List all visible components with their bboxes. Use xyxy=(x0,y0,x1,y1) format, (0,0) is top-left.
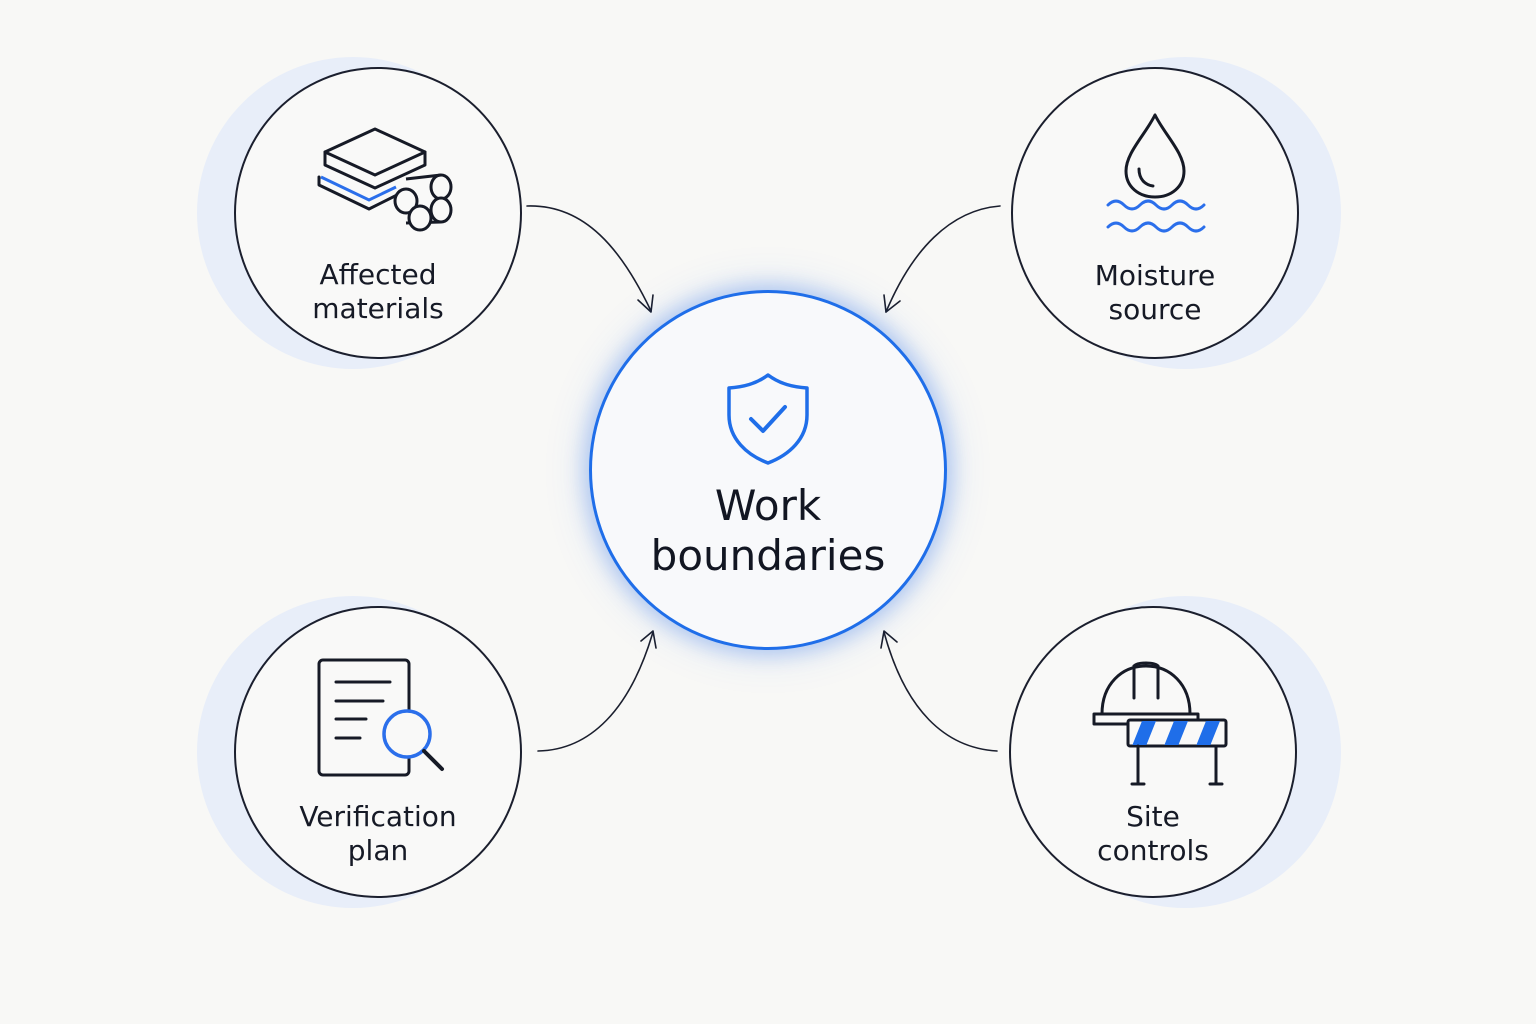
hardhat-barrier-icon xyxy=(1092,661,1228,786)
label-line-2: materials xyxy=(312,292,444,325)
arrowhead-verification xyxy=(640,630,657,649)
arrow-site-to-center xyxy=(883,631,998,752)
label-line-1: Site xyxy=(1126,800,1180,833)
label-moisture-source: Moisture source xyxy=(1013,259,1297,327)
label-line-2: plan xyxy=(347,834,409,867)
arrow-affected-to-center xyxy=(526,205,652,312)
label-line-1: Moisture xyxy=(1094,259,1216,292)
shield-check-icon xyxy=(727,373,809,465)
node-affected-materials: Affected materials xyxy=(234,67,522,359)
node-verification-plan: Verification plan xyxy=(234,606,522,898)
label-line-1: Affected xyxy=(319,258,437,291)
document-magnifier-icon xyxy=(317,658,444,777)
center-node-work-boundaries: Work boundaries xyxy=(589,290,947,650)
material-stack-icon xyxy=(317,127,453,232)
center-title: Work boundaries xyxy=(592,481,944,581)
label-site-controls: Site controls xyxy=(1011,800,1295,868)
arrow-verification-to-center xyxy=(537,631,654,752)
center-title-line-2: boundaries xyxy=(650,531,886,580)
center-title-line-1: Work xyxy=(714,481,822,530)
water-drop-icon xyxy=(1106,113,1206,233)
arrowhead-moisture xyxy=(883,294,901,313)
arrowhead-affected xyxy=(637,294,654,313)
label-affected-materials: Affected materials xyxy=(236,258,520,326)
label-line-2: source xyxy=(1108,293,1202,326)
arrowhead-site xyxy=(880,630,898,649)
label-verification-plan: Verification plan xyxy=(236,800,520,868)
arrow-moisture-to-center xyxy=(885,205,1001,313)
node-site-controls: Site controls xyxy=(1009,606,1297,898)
node-moisture-source: Moisture source xyxy=(1011,67,1299,359)
label-line-1: Verification xyxy=(299,800,457,833)
label-line-2: controls xyxy=(1097,834,1209,867)
